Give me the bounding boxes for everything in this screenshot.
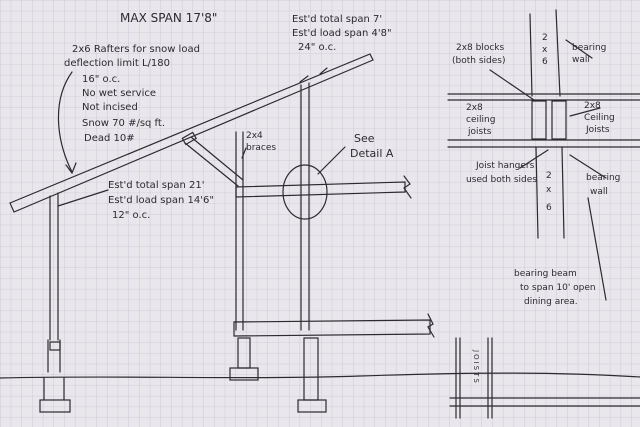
ceiling-left-label: ceiling <box>466 115 495 125</box>
rafter-note-line: Dead 10# <box>84 133 135 144</box>
ceiling-right-label: Ceiling <box>584 113 615 123</box>
rafter-notes: 2x6 Rafters for snow load deflection lim… <box>64 44 200 144</box>
rafter-note-line: 16" o.c. <box>82 74 120 85</box>
detail-line: See <box>354 132 375 145</box>
stud-top-label: 6 <box>542 57 548 67</box>
ceiling-left-label: 2x8 <box>466 103 483 113</box>
detail-block-left <box>531 100 547 140</box>
braces-label: 2x4 braces <box>246 131 276 153</box>
blocks-label: (both sides) <box>452 56 505 66</box>
middle-footing <box>229 367 259 381</box>
beam-break <box>403 175 412 199</box>
leader-to-detail <box>317 146 346 175</box>
drawing-title: MAX SPAN 17'8" <box>120 11 217 25</box>
span-line: Est'd load span 4'8" <box>292 28 392 39</box>
detail-block-right <box>551 100 567 140</box>
bearing-wall-bottom: bearing <box>586 173 620 183</box>
blocks-label: 2x8 blocks <box>456 43 505 53</box>
span-line: 12" o.c. <box>112 210 150 221</box>
detail-bottom-stud <box>535 146 565 239</box>
detail-a-circle <box>282 164 328 220</box>
joist-hangers-label: Joist hangers <box>475 161 535 171</box>
joists-vertical-label: JOISTS <box>472 349 480 385</box>
diagonal-brace <box>184 136 244 187</box>
right-post <box>300 82 310 331</box>
joists-box <box>449 337 640 419</box>
detail-ceiling-joists <box>447 93 640 148</box>
detail-top-stud <box>529 9 561 97</box>
stud-bottom-label: 2 <box>546 171 552 181</box>
rafter-note-line: 2x6 Rafters for snow load <box>72 44 200 55</box>
braces-line: 2x4 <box>246 131 263 141</box>
detail-a-label: See Detail A <box>350 132 394 160</box>
rafter-note-line: Snow 70 #/sq ft. <box>82 118 165 129</box>
bearing-wall-bottom: wall <box>590 187 608 197</box>
brace-end-block <box>181 131 198 146</box>
detail-line: Detail A <box>350 147 394 160</box>
span-line: Est'd total span 21' <box>108 180 204 191</box>
middle-post <box>235 131 244 331</box>
ceiling-right-label: 2x8 <box>584 101 601 111</box>
rafter-break <box>299 67 328 83</box>
detail-arrows <box>489 39 607 301</box>
rafter-note-line: No wet service <box>82 88 156 99</box>
stud-top-label: x <box>542 45 548 55</box>
ceiling-left-label: joists <box>467 127 492 137</box>
lower-span-notes: Est'd total span 21' Est'd load span 14'… <box>108 180 214 221</box>
right-footing <box>297 399 327 413</box>
floor-beam-break <box>427 313 435 338</box>
ceiling-beam <box>235 181 406 198</box>
beam-note: bearing beam <box>514 269 577 279</box>
beam-note: dining area. <box>524 297 578 307</box>
stud-bottom-label: 6 <box>546 203 552 213</box>
beam-note: to span 10' open <box>520 283 596 293</box>
span-line: Est'd load span 14'6" <box>108 195 214 206</box>
left-post-plate <box>49 341 61 351</box>
rafter-note-line: Not incised <box>82 102 138 113</box>
detail-annotations: 2x8 blocks (both sides) 2 x 6 bearing wa… <box>452 33 620 307</box>
span-line: Est'd total span 7' <box>292 14 382 25</box>
upper-span-notes: Est'd total span 7' Est'd load span 4'8"… <box>292 14 392 53</box>
bearing-wall-top: wall <box>572 55 590 65</box>
left-post <box>43 192 65 401</box>
rafter-note-arrow <box>57 71 77 175</box>
span-line: 24" o.c. <box>298 42 336 53</box>
braces-line: braces <box>246 143 276 153</box>
arrow-braces <box>241 147 247 159</box>
stud-bottom-label: x <box>546 185 552 195</box>
rafter-note-line: deflection limit L/180 <box>64 58 170 69</box>
floor-beam <box>233 319 431 337</box>
lower-span-leader <box>57 189 109 207</box>
bearing-wall-top: bearing <box>572 43 606 53</box>
stud-top-label: 2 <box>542 33 548 43</box>
ceiling-right-label: Joists <box>585 125 610 135</box>
left-footing <box>39 399 71 413</box>
rafter <box>9 53 374 213</box>
ground-line <box>0 372 640 379</box>
joist-hangers-label: used both sides <box>466 175 537 185</box>
